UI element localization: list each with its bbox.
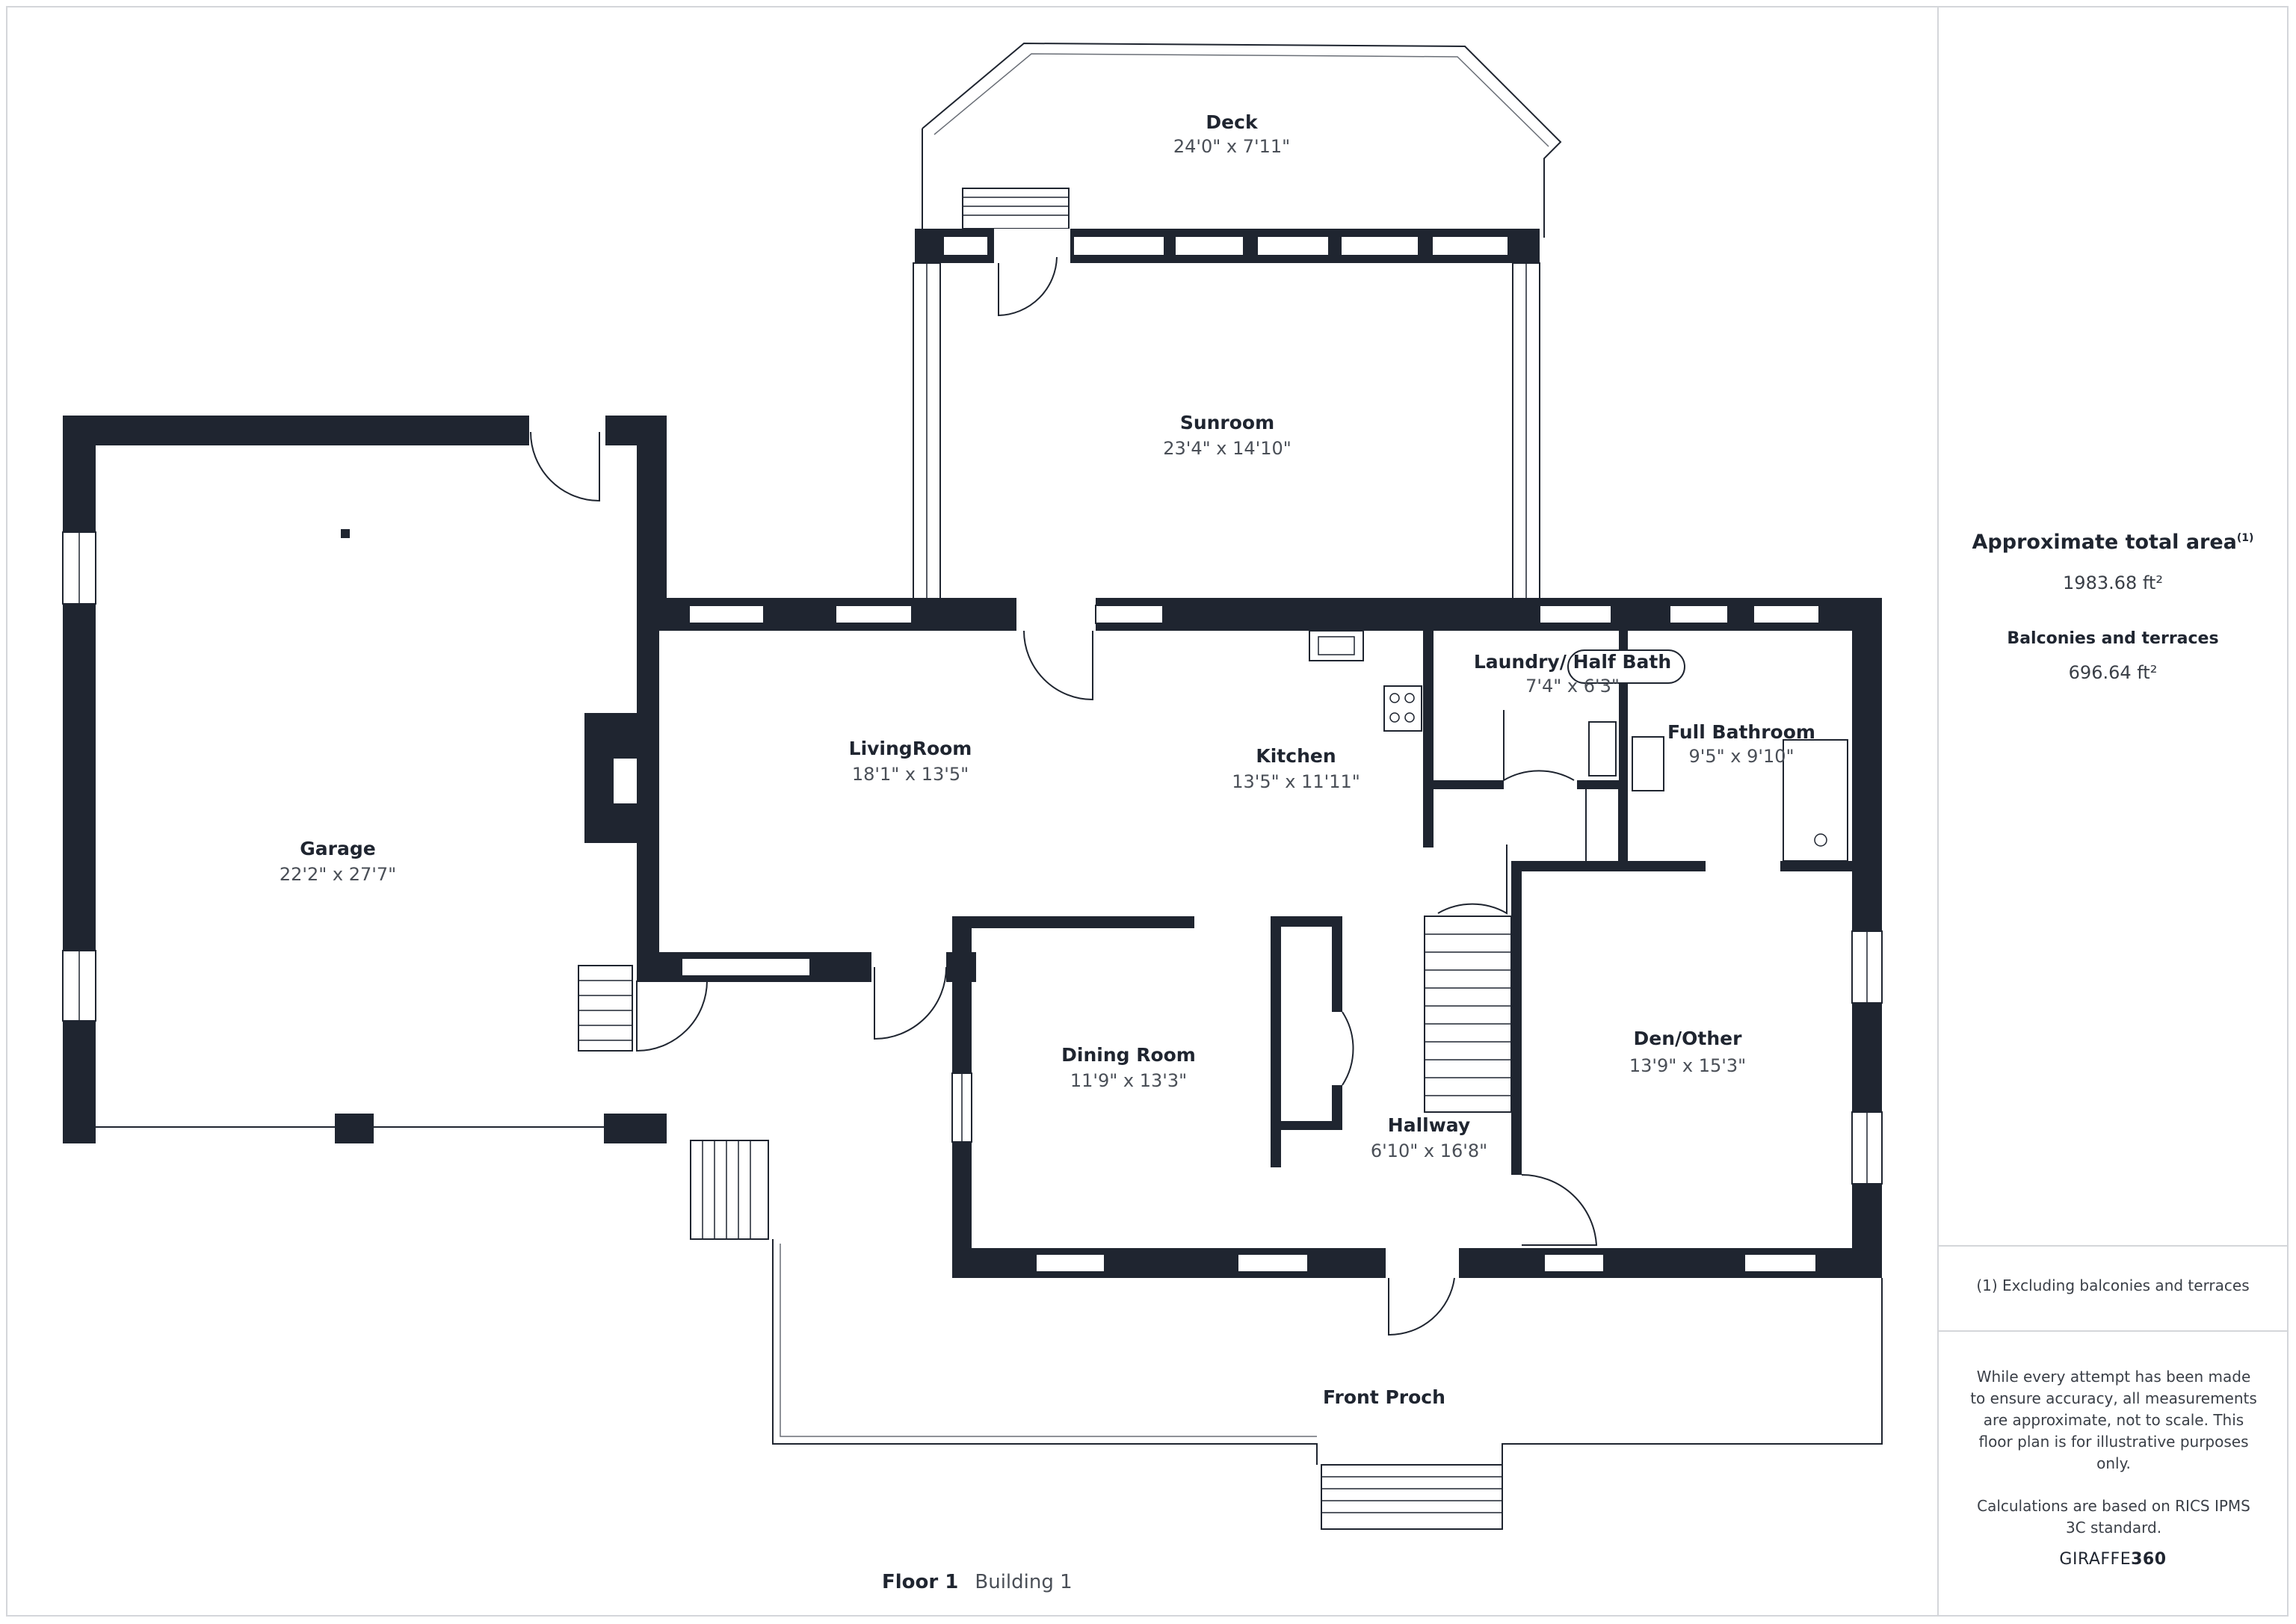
room-label-laundry: Laundry/ Half Bath 7'4" x 6'3": [1474, 651, 1671, 697]
living-door-swing-icon: [1023, 630, 1093, 701]
room-name-fullbath: Full Bathroom: [1667, 721, 1815, 743]
porch-side-stairs-icon: [690, 1140, 769, 1240]
room-label-livingroom: LivingRoom 18'1" x 13'5": [849, 738, 972, 785]
room-dims-deck: 24'0" x 7'11": [1173, 136, 1290, 157]
footnote: (1) Excluding balconies and terraces: [1976, 1276, 2250, 1294]
floor-label: Floor 1 Building 1: [882, 1571, 1073, 1593]
logo-bold: 360: [2131, 1550, 2167, 1569]
deck-outline: [922, 42, 1562, 238]
living-bottom-door-swing-icon: [874, 966, 947, 1040]
area-title: Approximate total area(1): [1939, 531, 2287, 554]
room-dims-laundry: 7'4" x 6'3": [1525, 676, 1620, 697]
closet-door-swing-icon: [1342, 1011, 1354, 1086]
shower-icon: [1783, 739, 1848, 862]
toilet-icon: [1588, 721, 1664, 791]
logo-light: GIRAFFE: [2059, 1550, 2132, 1569]
disclaimer-text: While every attempt has been made to ens…: [1970, 1368, 2257, 1472]
room-name-hallway: Hallway: [1388, 1114, 1470, 1136]
room-name-porch: Front Proch: [1323, 1386, 1445, 1408]
area-footnote-mark: (1): [2236, 532, 2254, 544]
room-name-kitchen: Kitchen: [1256, 745, 1336, 767]
building-name: Building 1: [975, 1571, 1073, 1593]
hallway-stairs-icon: [1424, 916, 1512, 1113]
room-label-kitchen: Kitchen 13'5" x 11'11": [1232, 745, 1360, 792]
room-label-deck: Deck 24'0" x 7'11": [1173, 111, 1290, 157]
hallway-stair-door-swing-icon: [1437, 845, 1507, 915]
front-porch-outline: [772, 1239, 1883, 1465]
sidebar-divider: [1939, 1330, 2287, 1332]
balconies-title: Balconies and terraces: [2007, 629, 2219, 648]
stove-icon: [1383, 685, 1422, 732]
info-sidebar: Approximate total area(1) 1983.68 ft² Ba…: [1937, 7, 2287, 1615]
area-title-text: Approximate total area: [1972, 531, 2237, 554]
room-label-fullbath: Full Bathroom 9'5" x 9'10": [1667, 721, 1815, 767]
room-name-livingroom: LivingRoom: [849, 738, 972, 759]
sidebar-divider: [1939, 1245, 2287, 1247]
room-name-laundry: Laundry/ Half Bath: [1474, 651, 1671, 673]
room-dims-garage: 22'2" x 27'7": [280, 864, 396, 885]
calculation-note: Calculations are based on RICS IPMS 3C s…: [1977, 1497, 2250, 1537]
garage-house-door-swing-icon: [636, 980, 708, 1052]
main-house-walls: [637, 598, 1883, 1278]
sunroom-walls: [913, 229, 1540, 618]
room-label-sunroom: Sunroom 23'4" x 14'10": [1163, 412, 1292, 459]
garage-walls: [62, 416, 667, 1143]
garage-stairs-icon: [578, 965, 633, 1052]
room-dims-hallway: 6'10" x 16'8": [1371, 1140, 1487, 1161]
kitchen-sink-icon: [1309, 630, 1364, 661]
room-dims-fullbath: 9'5" x 9'10": [1688, 746, 1794, 767]
room-dims-livingroom: 18'1" x 13'5": [852, 764, 969, 785]
bath-partition: [1585, 787, 1620, 863]
den-door-swing-icon: [1521, 1173, 1598, 1246]
room-label-porch: Front Proch: [1323, 1386, 1445, 1408]
porch-front-stairs-icon: [1321, 1464, 1503, 1530]
front-door-swing-icon: [1388, 1277, 1455, 1336]
fireplace-icon: [584, 713, 645, 843]
room-name-deck: Deck: [1206, 111, 1259, 133]
room-name-dining: Dining Room: [1061, 1044, 1196, 1066]
room-label-dining: Dining Room 11'9" x 13'3": [1061, 1044, 1196, 1091]
room-label-garage: Garage 22'2" x 27'7": [280, 838, 396, 885]
deck-stairs-icon: [962, 188, 1070, 229]
room-label-hallway: Hallway 6'10" x 16'8": [1371, 1114, 1487, 1161]
room-label-den: Den/Other 13'9" x 15'3": [1629, 1028, 1746, 1076]
bathtub-icon: [1567, 649, 1685, 684]
laundry-door-swing-icon: [1503, 710, 1575, 782]
room-dims-den: 13'9" x 15'3": [1629, 1055, 1746, 1076]
room-dims-kitchen: 13'5" x 11'11": [1232, 771, 1360, 792]
area-value: 1983.68 ft²: [2063, 572, 2163, 593]
room-dims-sunroom: 23'4" x 14'10": [1163, 438, 1292, 459]
room-name-garage: Garage: [300, 838, 375, 859]
disclaimer: While every attempt has been made to ens…: [1969, 1366, 2259, 1560]
balconies-value: 696.64 ft²: [2068, 662, 2158, 683]
floor-name: Floor 1: [882, 1571, 959, 1593]
room-name-sunroom: Sunroom: [1180, 412, 1274, 433]
garage-door-swing-icon: [530, 431, 600, 502]
room-dims-dining: 11'9" x 13'3": [1070, 1070, 1187, 1091]
room-name-den: Den/Other: [1634, 1028, 1743, 1049]
sunroom-door-swing-icon: [998, 256, 1058, 317]
page-frame: [6, 6, 2289, 1617]
giraffe360-logo: GIRAFFE360: [1939, 1550, 2287, 1569]
